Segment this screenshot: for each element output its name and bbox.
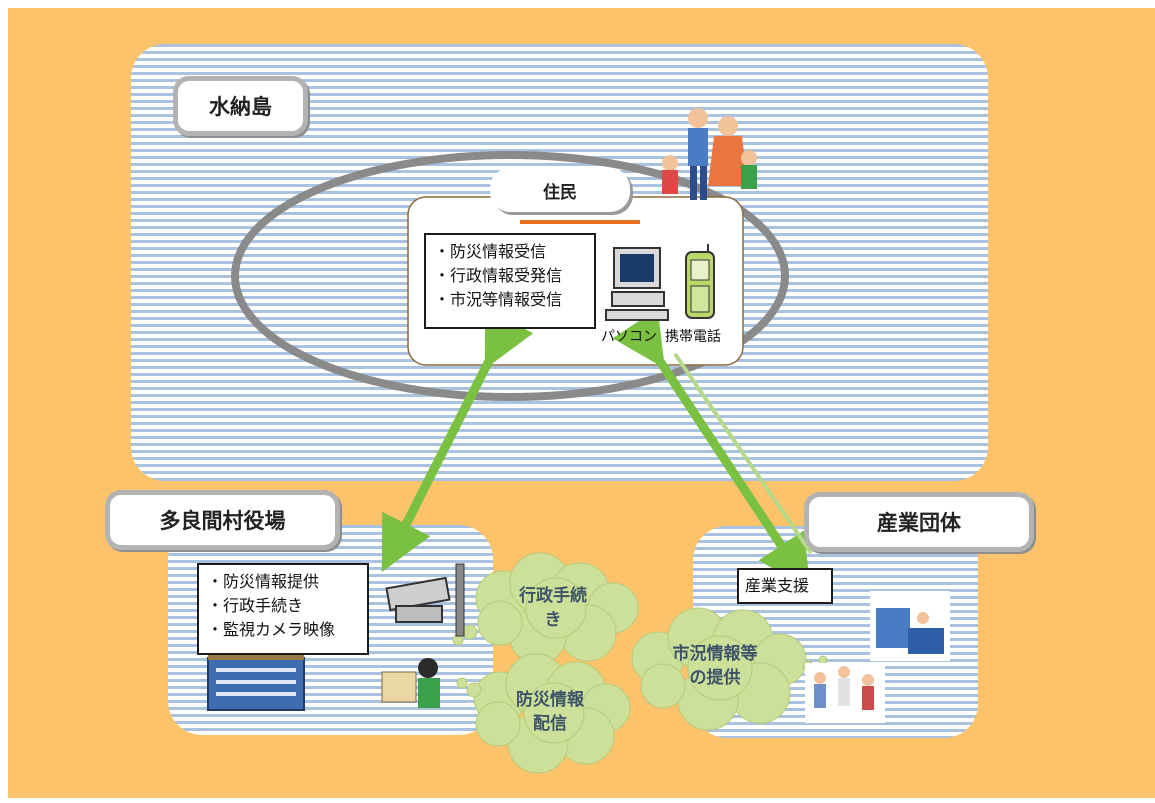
cloud-market-line: の提供: [689, 668, 741, 688]
diagram-background: 住民 水納島 多良間村役場 産業団体 ・防災情報受信 ・行政情報受発信 ・市況等…: [8, 8, 1155, 798]
village-office-item: ・監視カメラ映像: [207, 620, 336, 639]
factory-illustration: [870, 591, 950, 661]
cloud-admin-text: 行政手続 き: [503, 584, 603, 632]
workers-group-illustration: [805, 663, 885, 723]
cloud-admin-line: 行政手続: [519, 586, 587, 606]
pc-label: パソコン: [601, 329, 657, 345]
island-label: 水納島: [173, 76, 308, 136]
phone-illustration: [685, 244, 715, 319]
cloud-disaster-distribution: [456, 653, 631, 774]
diagram-graphics: [207, 108, 950, 774]
cloud-disaster-text: 防災情報 配信: [500, 688, 600, 736]
village-office-label: 多良間村役場: [105, 490, 340, 550]
camera-illustration: [385, 563, 465, 637]
residents-title: 住民: [543, 182, 577, 203]
cloud-disaster-line: 配信: [533, 714, 567, 734]
industry-item: 産業支援: [745, 576, 810, 595]
office-building-illustration: [207, 650, 305, 711]
cloud-market-line: 市況情報等: [672, 644, 758, 664]
residents-info-box: ・防災情報受信 ・行政情報受発信 ・市況等情報受信: [424, 233, 596, 329]
industry-info-box: 産業支援: [737, 568, 833, 604]
village-office-info-box: ・防災情報提供 ・行政手続き ・監視カメラ映像: [197, 563, 369, 655]
industry-label-text: 産業団体: [877, 511, 961, 535]
cloud-market-text: 市況情報等 の提供: [660, 642, 770, 690]
cloud-market-info: [631, 607, 828, 731]
village-office-item: ・防災情報提供: [207, 572, 320, 591]
pc-illustration: [605, 247, 669, 321]
residents-item: ・防災情報受信: [434, 242, 547, 261]
industry-label: 産業団体: [804, 492, 1034, 552]
cloud-admin-procedures: [452, 552, 639, 665]
village-office-label-text: 多良間村役場: [159, 509, 286, 533]
family-illustration: [662, 108, 757, 200]
arrow-residents-industry: [612, 308, 813, 591]
residents-title-tab: 住民: [490, 168, 630, 212]
phone-label: 携帯電話: [665, 329, 721, 345]
office-worker-illustration: [381, 658, 440, 708]
residents-item: ・市況等情報受信: [434, 290, 563, 309]
island-label-text: 水納島: [209, 95, 272, 119]
cloud-admin-line: き: [544, 610, 562, 630]
cloud-disaster-line: 防災情報: [516, 690, 584, 710]
village-office-item: ・行政手続き: [207, 596, 304, 615]
residents-item: ・行政情報受発信: [434, 266, 563, 285]
arrow-residents-village: [381, 308, 534, 573]
